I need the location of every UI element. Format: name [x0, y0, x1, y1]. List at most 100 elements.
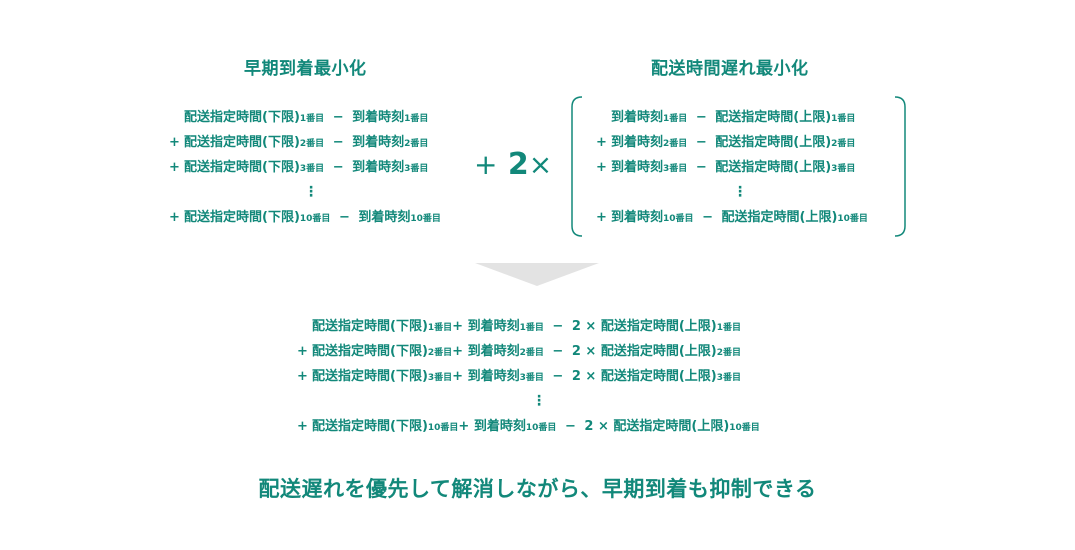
subscript: 1番目 — [427, 323, 453, 333]
term: 配送指定時間(上限) — [600, 369, 717, 384]
formula-row: 到着時刻1番目 − 配送指定時間(上限)1番目 — [611, 105, 868, 130]
subscript: 10番目 — [299, 214, 331, 224]
operator: + — [169, 210, 180, 225]
term: 配送指定時間(下限) — [312, 319, 428, 334]
minus: − — [338, 210, 350, 225]
right-formula: 到着時刻1番目 − 配送指定時間(上限)1番目 + 到着時刻2番目 − 配送指定… — [596, 105, 868, 230]
formula-row: 配送指定時間(下限)1番目+ 到着時刻1番目 − 2 × 配送指定時間(上限)1… — [312, 314, 760, 339]
term: 到着時刻 — [473, 419, 526, 434]
subscript: 10番目 — [410, 214, 441, 224]
minus: − — [332, 135, 344, 150]
subscript: 1番目 — [519, 323, 544, 333]
subscript: 1番目 — [831, 114, 856, 124]
subscript: 3番目 — [519, 373, 544, 383]
coefficient: 2 × — [571, 319, 597, 334]
term: 到着時刻 — [611, 160, 664, 175]
term: 配送指定時間(上限) — [721, 210, 838, 225]
minus: − — [552, 319, 564, 334]
term: 配送指定時間(下限) — [184, 110, 300, 125]
minus: − — [695, 110, 707, 125]
formula-row: + 配送指定時間(下限)10番目+ 到着時刻10番目 − 2 × 配送指定時間(… — [297, 414, 760, 439]
coefficient: 2 × — [571, 369, 597, 384]
subscript: 2番目 — [716, 348, 741, 358]
subscript: 2番目 — [663, 139, 688, 149]
subscript: 1番目 — [663, 114, 688, 124]
plus: + — [452, 369, 464, 384]
formula-row: + 配送指定時間(下限)3番目 − 到着時刻3番目 — [169, 155, 441, 180]
minus: − — [695, 135, 707, 150]
term: 配送指定時間(下限) — [312, 369, 428, 384]
term: 配送指定時間(下限) — [312, 419, 428, 434]
coefficient: 2 — [507, 147, 529, 182]
subscript: 3番目 — [404, 164, 429, 174]
minus: − — [552, 344, 564, 359]
term: 到着時刻 — [358, 210, 411, 225]
left-title: 早期到着最小化 — [244, 59, 367, 79]
plus: + — [458, 419, 470, 434]
subscript: 10番目 — [837, 214, 868, 224]
ellipsis-row: ⋮ — [611, 180, 868, 205]
plus: + — [452, 344, 464, 359]
subscript: 1番目 — [299, 114, 325, 124]
formula-row: + 到着時刻10番目 − 配送指定時間(上限)10番目 — [596, 205, 868, 230]
formula-row: + 到着時刻3番目 − 配送指定時間(上限)3番目 — [596, 155, 868, 180]
right-title: 配送時間遅れ最小化 — [651, 59, 809, 79]
term: 配送指定時間(上限) — [715, 110, 832, 125]
formula-row: + 到着時刻2番目 − 配送指定時間(上限)2番目 — [596, 130, 868, 155]
vertical-ellipsis: ⋮ — [733, 184, 747, 200]
minus: − — [702, 210, 713, 225]
operator: + — [169, 135, 180, 150]
term: 配送指定時間(下限) — [184, 160, 300, 175]
operator: + — [297, 369, 308, 384]
minus: − — [552, 369, 564, 384]
ellipsis-row: ⋮ — [184, 180, 441, 205]
combined-formula: 配送指定時間(下限)1番目+ 到着時刻1番目 − 2 × 配送指定時間(上限)1… — [297, 314, 760, 439]
operator: + — [169, 160, 180, 175]
conclusion-text: 配送遅れを優先して解消しながら、早期到着も抑制できる — [258, 477, 817, 501]
minus: − — [332, 110, 344, 125]
term: 配送指定時間(上限) — [715, 135, 832, 150]
subscript: 1番目 — [404, 114, 429, 124]
term: 到着時刻 — [611, 210, 664, 225]
vertical-ellipsis: ⋮ — [304, 184, 318, 200]
term: 配送指定時間(上限) — [613, 419, 730, 434]
subscript: 10番目 — [525, 423, 557, 433]
subscript: 10番目 — [729, 423, 760, 433]
subscript: 3番目 — [663, 164, 688, 174]
term: 到着時刻 — [352, 160, 405, 175]
formula-row: + 配送指定時間(下限)2番目+ 到着時刻2番目 − 2 × 配送指定時間(上限… — [297, 339, 760, 364]
minus: − — [332, 160, 344, 175]
term: 到着時刻 — [611, 135, 664, 150]
term: 到着時刻 — [467, 319, 520, 334]
minus: − — [695, 160, 707, 175]
term: 配送指定時間(上限) — [715, 160, 832, 175]
subscript: 10番目 — [427, 423, 459, 433]
term: 到着時刻 — [467, 344, 520, 359]
subscript: 2番目 — [299, 139, 325, 149]
right-bracket-left — [571, 96, 583, 237]
subscript: 3番目 — [427, 373, 453, 383]
term: 到着時刻 — [467, 369, 520, 384]
formula-row: + 配送指定時間(下限)3番目+ 到着時刻3番目 − 2 × 配送指定時間(上限… — [297, 364, 760, 389]
operator: + — [596, 210, 607, 225]
subscript: 2番目 — [831, 139, 856, 149]
subscript: 2番目 — [404, 139, 429, 149]
formula-row: 配送指定時間(下限)1番目 − 到着時刻1番目 — [184, 105, 441, 130]
vertical-ellipsis: ⋮ — [532, 393, 546, 409]
subscript: 3番目 — [831, 164, 856, 174]
subscript: 1番目 — [716, 323, 741, 333]
coefficient: 2 × — [571, 344, 597, 359]
term: 到着時刻 — [352, 135, 405, 150]
operator: + — [297, 344, 308, 359]
term: 配送指定時間(下限) — [184, 210, 300, 225]
term: 到着時刻 — [352, 110, 405, 125]
term: 到着時刻 — [611, 110, 664, 125]
right-bracket-right — [894, 96, 906, 237]
operator: + — [596, 135, 607, 150]
subscript: 3番目 — [716, 373, 741, 383]
down-arrow — [475, 263, 599, 286]
term: 配送指定時間(上限) — [600, 344, 717, 359]
subscript: 2番目 — [427, 348, 453, 358]
times-sign: × — [528, 148, 553, 181]
